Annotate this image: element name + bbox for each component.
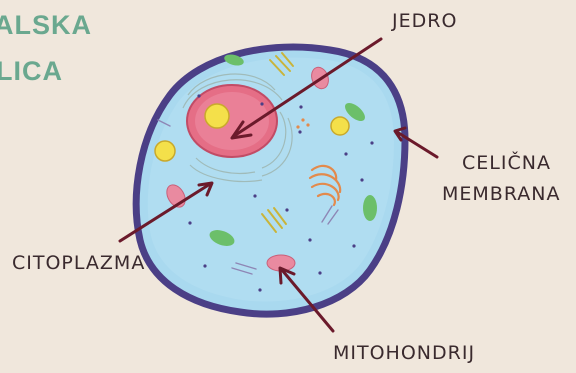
vacuole — [331, 117, 349, 135]
nucleolus — [205, 104, 229, 128]
label-membrane-line2: MEMBRANA — [442, 183, 560, 205]
label-membrane-line1: CELIČNA — [462, 152, 551, 174]
title-line-1: ALSKA — [0, 10, 92, 41]
title-line-2: LICA — [0, 56, 63, 87]
label-mitochondria: MITOHONDRIJ — [333, 342, 475, 364]
green-organelle — [363, 195, 377, 221]
vacuole — [155, 141, 175, 161]
label-nucleus: JEDRO — [392, 10, 457, 32]
label-cytoplasm: CITOPLAZMA — [12, 252, 145, 274]
